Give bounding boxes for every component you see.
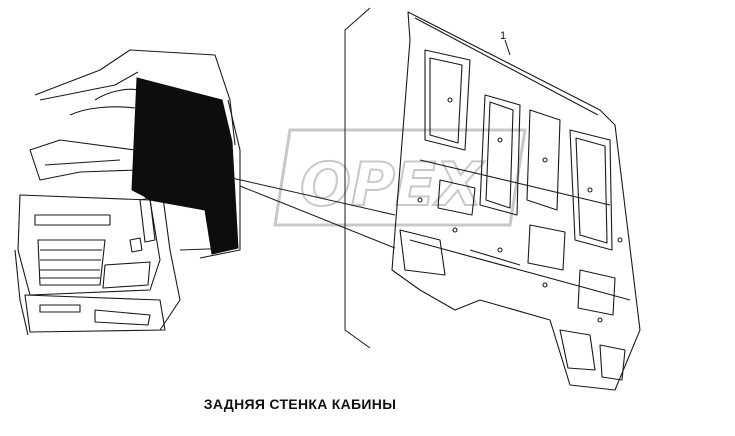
callout-number: 1 xyxy=(500,30,506,42)
rear-wall-highlight xyxy=(131,77,239,255)
opex-watermark: OPEX xyxy=(273,128,527,227)
callout-leader xyxy=(504,39,511,56)
detail-frame-bracket xyxy=(344,7,371,349)
diagram-caption: ЗАДНЯЯ СТЕНКА КАБИНЫ xyxy=(203,396,397,412)
fastener-holes xyxy=(417,97,623,323)
watermark-text: OPEX xyxy=(300,150,485,220)
rear-wall-panel xyxy=(391,11,641,391)
leader-lines xyxy=(231,177,396,249)
